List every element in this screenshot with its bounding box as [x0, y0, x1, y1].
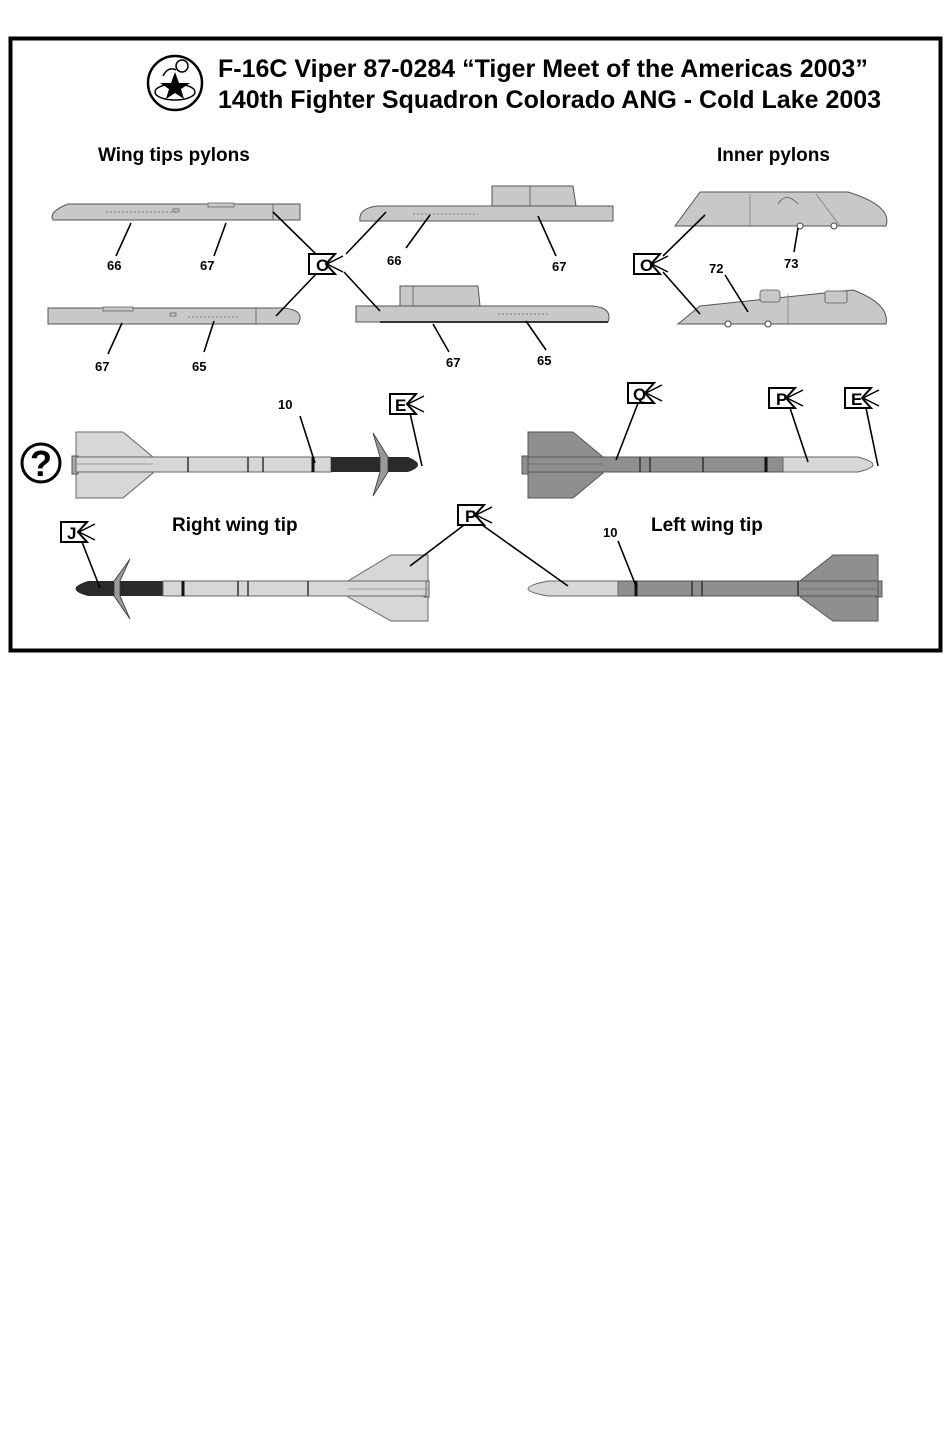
- callout-67-c: 67: [95, 359, 109, 374]
- callout-66-a: 66: [107, 258, 121, 273]
- svg-text:P: P: [776, 390, 787, 409]
- sheet-border: [11, 39, 941, 651]
- callout-66-b: 66: [387, 253, 401, 268]
- callout-65-a: 65: [192, 359, 206, 374]
- tiger-squadron-emblem: [148, 56, 202, 110]
- callout-10-a: 10: [278, 397, 292, 412]
- callout-10-b: 10: [603, 525, 617, 540]
- callout-67-a: 67: [200, 258, 214, 273]
- svg-text:O: O: [640, 256, 653, 275]
- wing-tip-pylon-3: [48, 307, 300, 324]
- callout-72: 72: [709, 261, 723, 276]
- wing-tip-pylon-1: [52, 203, 300, 220]
- question-circle-icon: ?: [22, 443, 60, 484]
- section-right-wing-tip: Right wing tip: [172, 515, 298, 536]
- svg-text:P: P: [465, 507, 476, 526]
- section-left-wing-tip: Left wing tip: [651, 515, 763, 536]
- help-symbol: ?: [30, 443, 52, 484]
- callout-67-b: 67: [552, 259, 566, 274]
- svg-text:J: J: [67, 524, 76, 543]
- svg-text:E: E: [395, 396, 406, 415]
- title-line-1: F-16C Viper 87-0284 “Tiger Meet of the A…: [218, 55, 868, 83]
- svg-text:O: O: [316, 256, 329, 275]
- callout-67-d: 67: [446, 355, 460, 370]
- instruction-sheet: F-16C Viper 87-0284 “Tiger Meet of the A…: [8, 36, 943, 653]
- svg-text:E: E: [851, 390, 862, 409]
- svg-text:Q: Q: [633, 385, 646, 404]
- callout-73: 73: [784, 256, 798, 271]
- inner-pylon-upper: [675, 192, 887, 229]
- section-inner-pylons: Inner pylons: [717, 145, 830, 166]
- title-line-2: 140th Fighter Squadron Colorado ANG - Co…: [218, 86, 881, 114]
- section-wing-tips-pylons: Wing tips pylons: [98, 145, 250, 166]
- callout-65-b: 65: [537, 353, 551, 368]
